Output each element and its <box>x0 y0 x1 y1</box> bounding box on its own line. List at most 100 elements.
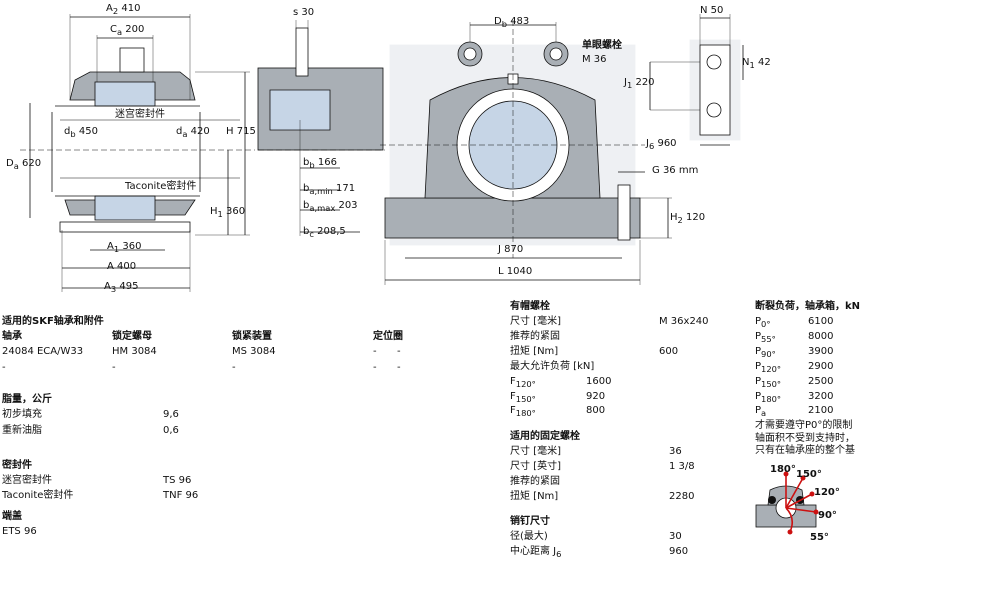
header-bearing: 轴承 <box>2 331 22 342</box>
att-torque-label: 推荐的紧固 <box>510 476 560 487</box>
dim-h2: H2 120 <box>670 212 706 225</box>
load-f120-label: F120° <box>510 376 536 389</box>
note-line-1: 才需要遵守P0°的限制 <box>755 420 853 431</box>
dim-g: G 36 mm <box>652 165 699 176</box>
att-size-mm-value: 36 <box>669 446 682 457</box>
eyebolt-label: 单眼螺栓 <box>582 40 622 51</box>
att-torque-value: 2280 <box>669 491 695 502</box>
angle-55-label: 55° <box>810 532 829 543</box>
cap-size-label: 尺寸 [毫米] <box>510 316 561 327</box>
dowel-title: 销钉尺寸 <box>510 516 550 527</box>
seal-taconite-value: TNF 96 <box>163 490 199 501</box>
bearing-section-view <box>257 20 385 236</box>
load-f180-label: F180° <box>510 405 536 418</box>
load-pa-value: 2100 <box>808 405 834 416</box>
dim-a1: A1 360 <box>107 241 142 254</box>
att-size-mm-label: 尺寸 [毫米] <box>510 446 561 457</box>
attachment-bolts-title: 适用的固定螺栓 <box>510 431 580 442</box>
dim-da-outer: Da 620 <box>6 158 42 171</box>
angle-90-label: 90° <box>818 510 837 521</box>
row1-locking-device: MS 3084 <box>232 346 276 357</box>
dim-j6: J6 960 <box>646 138 677 151</box>
cover-value: ETS 96 <box>2 526 37 537</box>
grease-initial-label: 初步填充 <box>2 409 42 420</box>
note-line-2: 轴面积不受到支持时， <box>755 433 855 444</box>
dim-bb: bb 166 <box>303 157 337 170</box>
att-torque-unit: 扭矩 [Nm] <box>510 491 559 502</box>
load-p0-label: P0° <box>755 316 771 329</box>
seal-taconite-label: Taconite密封件 <box>2 490 74 501</box>
dowel-dist-value: 960 <box>669 546 689 557</box>
seal-labyrinth-value: TS 96 <box>163 475 192 486</box>
grease-title: 脂量，公斤 <box>2 394 52 405</box>
load-p180-label: P180° <box>755 391 782 404</box>
housing-technical-drawing <box>20 14 744 292</box>
front-view <box>380 20 672 285</box>
row2-bearing: - <box>2 362 6 373</box>
dim-db: db 450 <box>64 126 98 139</box>
angle-150-label: 150° <box>796 469 822 480</box>
note-line-3: 只有在轴承座的整个基 <box>755 445 855 456</box>
load-direction-diagram: 180° 150° 120° 90° 55° <box>755 464 840 543</box>
row1-ring-b: - <box>397 346 401 357</box>
load-p90-label: P90° <box>755 346 776 359</box>
dim-a: A 400 <box>107 261 137 272</box>
row1-locknut: HM 3084 <box>112 346 157 357</box>
dim-a2: A2 410 <box>106 3 141 16</box>
load-p55-value: 8000 <box>808 331 834 342</box>
seals-title: 密封件 <box>2 460 32 471</box>
load-f120-value: 1600 <box>586 376 612 387</box>
dim-bc: bc 208,5 <box>303 226 346 239</box>
dim-db-bolt: Db 483 <box>494 16 530 29</box>
row2-locking-device: - <box>232 362 236 373</box>
angle-120-label: 120° <box>814 487 840 498</box>
dim-l: L 1040 <box>498 266 533 277</box>
row2-ring-b: - <box>397 362 401 373</box>
cap-bolts-title: 有帽螺栓 <box>510 301 550 312</box>
grease-relub-value: 0,6 <box>163 425 179 436</box>
taconite-seal-label: Taconite密封件 <box>125 181 197 192</box>
dowel-dia-label: 径(最大) <box>510 531 548 542</box>
cap-torque-label: 推荐的紧固 <box>510 331 560 342</box>
grease-relub-label: 重新油脂 <box>2 425 42 436</box>
load-f180-value: 800 <box>586 405 606 416</box>
cap-torque-value: 600 <box>659 346 679 357</box>
row2-locknut: - <box>112 362 116 373</box>
row1-ring-a: - <box>373 346 377 357</box>
load-p55-label: P55° <box>755 331 776 344</box>
cover-title: 端盖 <box>2 511 22 522</box>
perm-load-label: 最大允许负荷 [kN] <box>510 361 595 372</box>
side-section-view <box>20 14 255 292</box>
row2-ring-a: - <box>373 362 377 373</box>
dim-h: H 715 <box>226 126 256 137</box>
dim-h1: H1 360 <box>210 206 246 219</box>
dim-da: da 420 <box>176 126 210 139</box>
load-f150-value: 920 <box>586 391 606 402</box>
cap-bolt-detail-view <box>649 14 744 146</box>
cap-size-value: M 36x240 <box>659 316 709 327</box>
seal-labyrinth-label: 迷宫密封件 <box>2 475 52 486</box>
dowel-dia-value: 30 <box>669 531 682 542</box>
att-size-in-label: 尺寸 [英寸] <box>510 461 561 472</box>
dim-n: N 50 <box>700 5 724 16</box>
header-locknut: 锁定螺母 <box>112 331 152 342</box>
load-f150-label: F150° <box>510 391 536 404</box>
att-size-in-value: 1 3/8 <box>669 461 695 472</box>
dim-s: s 30 <box>293 7 315 18</box>
load-pa-label: Pa <box>755 405 767 418</box>
labyrinth-seal-label: 迷宫密封件 <box>115 109 165 120</box>
cap-torque-unit: 扭矩 [Nm] <box>510 346 559 357</box>
dim-n1: N1 42 <box>742 57 771 70</box>
load-p150-value: 2500 <box>808 376 834 387</box>
eyebolt-size: M 36 <box>582 54 607 65</box>
dim-ba-max: ba,max 203 <box>303 200 358 213</box>
grease-initial-value: 9,6 <box>163 409 179 420</box>
accessories-title: 适用的SKF轴承和附件 <box>2 316 104 327</box>
load-p0-value: 6100 <box>808 316 834 327</box>
dim-j1: J1 220 <box>624 77 655 90</box>
dowel-dist-label: 中心距离 J6 <box>510 546 562 559</box>
row1-bearing: 24084 ECA/W33 <box>2 346 84 357</box>
dim-a3: A3 495 <box>104 281 139 294</box>
dim-j: J 870 <box>498 244 524 255</box>
header-locking-device: 锁紧装置 <box>232 331 272 342</box>
